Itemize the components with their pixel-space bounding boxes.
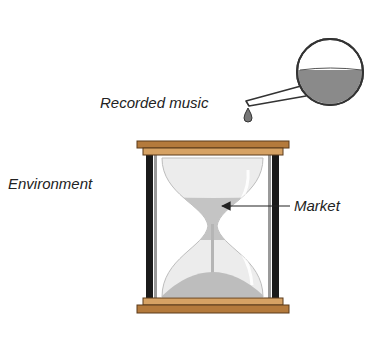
text-label: Market bbox=[294, 197, 340, 215]
pouring-vessel bbox=[244, 39, 370, 122]
hourglass bbox=[137, 141, 289, 313]
text-label: Environment bbox=[8, 175, 92, 193]
drop bbox=[244, 108, 252, 122]
leader-line bbox=[222, 205, 290, 206]
text-label: Recorded music bbox=[100, 94, 208, 112]
